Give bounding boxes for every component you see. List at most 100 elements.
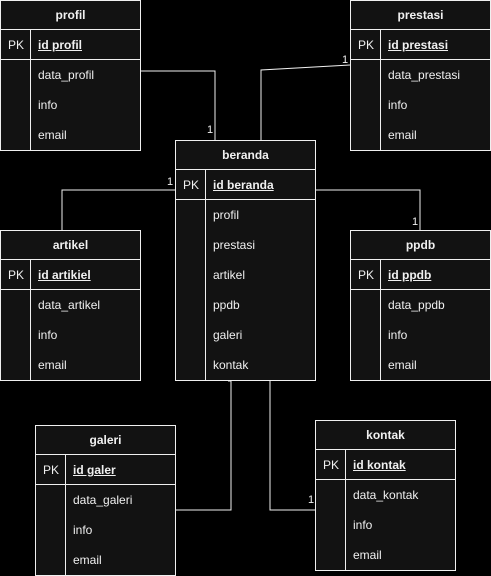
entity-kontak[interactable]: kontak PK id kontak data_kontak info ema… <box>315 420 456 571</box>
connector-artikel-beranda <box>61 189 176 231</box>
attribute-row: info <box>1 320 140 350</box>
pk-label: PK <box>322 458 339 472</box>
attribute-field: data_kontak <box>353 488 419 502</box>
attribute-list: data_ppdb info email <box>351 290 490 380</box>
multiplicity-prestasi: 1 <box>342 54 349 66</box>
attribute-row: info <box>36 515 175 545</box>
pk-field: id prestasi <box>388 38 449 52</box>
entity-title: profil <box>1 1 140 30</box>
pk-row: PK id artikiel <box>1 260 140 290</box>
attribute-row: data_prestasi <box>351 60 490 90</box>
attribute-row: email <box>316 540 455 570</box>
attribute-list: data_artikel info email <box>1 290 140 380</box>
attribute-field: info <box>388 98 408 112</box>
entity-beranda[interactable]: beranda PK id beranda profil prestasi ar… <box>175 140 316 381</box>
pk-row: PK id ppdb <box>351 260 490 290</box>
attribute-row: galeri <box>176 320 315 350</box>
entity-galeri[interactable]: galeri PK id galer data_galeri info emai… <box>35 425 176 576</box>
pk-label: PK <box>7 268 24 282</box>
attribute-row: email <box>351 350 490 380</box>
pk-row: PK id prestasi <box>351 30 490 60</box>
attribute-field: data_prestasi <box>388 68 461 82</box>
attribute-field: info <box>73 523 93 537</box>
attribute-field: email <box>388 128 417 142</box>
entity-title: beranda <box>176 141 315 170</box>
attribute-list: data_prestasi info email <box>351 60 490 150</box>
pk-label: PK <box>7 38 24 52</box>
attribute-field: data_artikel <box>38 298 101 312</box>
multiplicity-ppdb: 1 <box>412 216 419 228</box>
attribute-field: artikel <box>213 268 246 282</box>
attribute-row: info <box>1 90 140 120</box>
entity-title: galeri <box>36 426 175 455</box>
attribute-row: kontak <box>176 350 315 380</box>
multiplicity-kontak: 1 <box>308 494 315 506</box>
multiplicity-profil: 1 <box>207 124 214 136</box>
pk-field: id artikiel <box>38 268 91 282</box>
pk-field: id ppdb <box>388 268 432 282</box>
attribute-row: data_ppdb <box>351 290 490 320</box>
attribute-field: info <box>388 328 408 342</box>
attribute-row: artikel <box>176 260 315 290</box>
entity-title: artikel <box>1 231 140 260</box>
pk-label: PK <box>357 38 374 52</box>
attribute-field: info <box>38 98 58 112</box>
attribute-field: data_galeri <box>73 493 133 507</box>
pk-field: id profil <box>38 38 82 52</box>
multiplicity-artikel: 1 <box>167 176 174 188</box>
pk-field: id kontak <box>353 458 406 472</box>
attribute-row: email <box>1 350 140 380</box>
attribute-field: email <box>353 548 382 562</box>
attribute-field: email <box>38 128 67 142</box>
connector-prestasi-beranda <box>260 64 351 141</box>
attribute-row: data_artikel <box>1 290 140 320</box>
attribute-row: data_profil <box>1 60 140 90</box>
attribute-row: info <box>351 320 490 350</box>
attribute-field: prestasi <box>213 238 256 252</box>
pk-label: PK <box>42 463 59 477</box>
attribute-row: email <box>1 120 140 150</box>
entity-title: prestasi <box>351 1 490 30</box>
attribute-row: info <box>351 90 490 120</box>
entity-ppdb[interactable]: ppdb PK id ppdb data_ppdb info email <box>350 230 491 381</box>
attribute-field: email <box>73 553 102 567</box>
pk-row: PK id kontak <box>316 450 455 480</box>
attribute-list: data_kontak info email <box>316 480 455 570</box>
attribute-row: profil <box>176 200 315 230</box>
entity-artikel[interactable]: artikel PK id artikiel data_artikel info… <box>0 230 141 381</box>
pk-field: id galer <box>73 463 116 477</box>
attribute-field: info <box>353 518 373 532</box>
attribute-list: profil prestasi artikel ppdb galeri kont… <box>176 200 315 380</box>
attribute-field: galeri <box>213 328 243 342</box>
entity-prestasi[interactable]: prestasi PK id prestasi data_prestasi in… <box>350 0 491 151</box>
attribute-field: data_ppdb <box>388 298 445 312</box>
attribute-row: email <box>351 120 490 150</box>
attribute-list: data_galeri info email <box>36 485 175 575</box>
attribute-row: prestasi <box>176 230 315 260</box>
attribute-field: email <box>38 358 67 372</box>
attribute-row: data_kontak <box>316 480 455 510</box>
pk-row: PK id galer <box>36 455 175 485</box>
attribute-field: kontak <box>213 358 249 372</box>
connector-ppdb-beranda <box>315 189 421 231</box>
pk-field: id beranda <box>213 178 274 192</box>
entity-profil[interactable]: profil PK id profil data_profil info ema… <box>0 0 141 151</box>
attribute-row: ppdb <box>176 290 315 320</box>
attribute-list: data_profil info email <box>1 60 140 150</box>
connector-kontak-beranda <box>269 381 316 511</box>
attribute-field: ppdb <box>213 298 240 312</box>
pk-row: PK id profil <box>1 30 140 60</box>
attribute-row: data_galeri <box>36 485 175 515</box>
entity-title: kontak <box>316 421 455 450</box>
pk-label: PK <box>182 178 199 192</box>
attribute-field: data_profil <box>38 68 95 82</box>
pk-label: PK <box>357 268 374 282</box>
attribute-field: profil <box>213 208 240 222</box>
attribute-row: info <box>316 510 455 540</box>
attribute-row: email <box>36 545 175 575</box>
entity-title: ppdb <box>351 231 490 260</box>
pk-row: PK id beranda <box>176 170 315 200</box>
attribute-field: info <box>38 328 58 342</box>
attribute-field: email <box>388 358 417 372</box>
